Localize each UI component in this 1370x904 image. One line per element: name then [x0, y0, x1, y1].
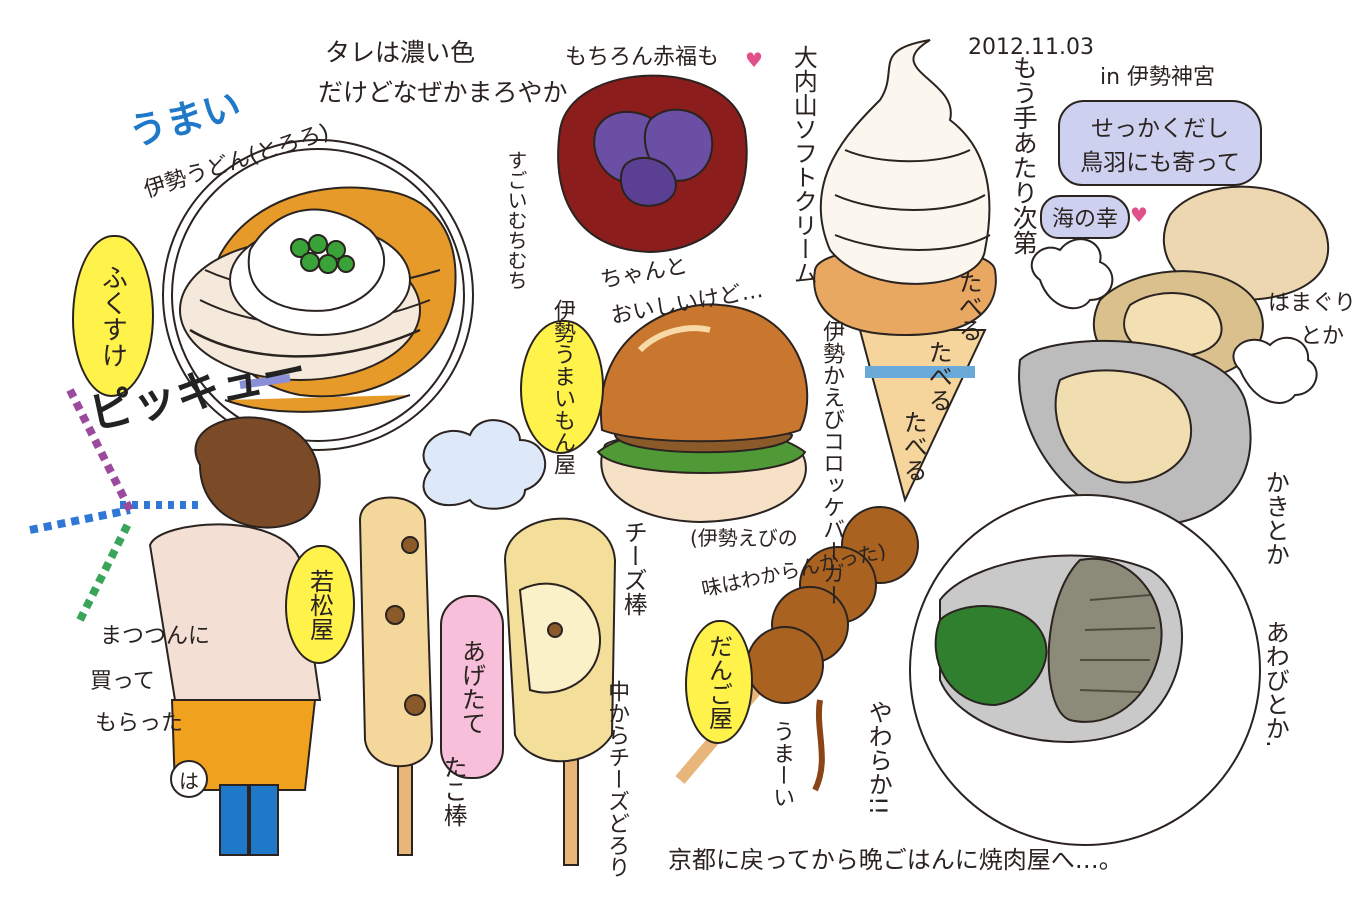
- agetate-badge: あげたて: [440, 595, 504, 779]
- dango-skewer: [675, 506, 919, 792]
- toba-line-2: 鳥羽にも寄って: [1080, 150, 1240, 176]
- dango-badge: だんご屋: [685, 620, 753, 744]
- cheese-text: チーズ棒: [619, 520, 648, 616]
- tare-text: タレは濃い色: [325, 38, 476, 67]
- matsufun-line-1: まつつんに: [100, 624, 211, 649]
- korokke-note-1: (伊勢えびの: [690, 526, 798, 550]
- monya-badge: 伊勢うまいもん屋: [520, 299, 604, 475]
- awabi-text: あわびとか.: [1261, 620, 1290, 748]
- heart-icon: ♥: [745, 48, 763, 72]
- ha-label: は: [179, 768, 199, 793]
- location-text: in 伊勢神宮: [1100, 65, 1216, 90]
- korokke-text: 伊勢かえびコロッケバーガー: [819, 320, 845, 606]
- hamaguri-toka: とか: [1300, 324, 1345, 349]
- croquette-burger: [596, 303, 809, 524]
- uminosachi-label: 海の幸: [1051, 207, 1118, 232]
- monya-label: 伊勢うまいもん屋: [550, 299, 575, 475]
- softcream-text: 大内山ソフトクリーム: [789, 45, 818, 285]
- toba-line-1: せっかくだし: [1091, 116, 1229, 142]
- takobou-stick: [358, 496, 434, 856]
- fukusuke-badge: ふくすけ: [72, 235, 154, 397]
- puff-clouds: [422, 419, 547, 510]
- matsufun-line-3: もらった: [95, 711, 184, 736]
- umaa-text: うまーい: [769, 720, 795, 808]
- mou-text: もう手あたり次第: [1009, 55, 1039, 255]
- soft-cream: [813, 39, 997, 503]
- date-text: 2012.11.03: [968, 35, 1094, 60]
- wakamatsu-label: 若松屋: [305, 568, 334, 641]
- girl-character: [29, 388, 322, 856]
- uminosachi-badge: 海の幸: [1040, 195, 1130, 239]
- hamaguri-text: はまぐり: [1268, 291, 1357, 316]
- bottom-caption: 京都に戻ってから晩ごはんに焼肉屋へ…。: [668, 846, 1123, 874]
- heart-icon: ♥: [1130, 203, 1148, 227]
- yawaraka-text: やわらか!!: [864, 700, 893, 816]
- puff-clouds-right: [1030, 238, 1318, 404]
- akafuku-text: もちろん赤福も: [565, 45, 720, 70]
- akafuku-bowl: [557, 74, 748, 254]
- toba-badge: せっかくだし 鳥羽にも寄って: [1058, 100, 1262, 186]
- taberu-1: たべる: [954, 270, 983, 342]
- ha-badge: は: [170, 760, 208, 798]
- udon-bowl: [162, 139, 474, 451]
- taberu-3: たべる: [899, 410, 928, 482]
- takobou-text: たこ棒: [439, 755, 468, 827]
- cheese-stick: [503, 517, 617, 866]
- kaki-text: かきとか: [1261, 470, 1290, 566]
- seafood-platter: [909, 185, 1330, 846]
- wakamatsu-badge: 若松屋: [285, 545, 355, 664]
- fukusuke-label: ふくすけ: [97, 264, 128, 368]
- taberu-2: たべる: [924, 340, 953, 412]
- matsufun-line-2: 買って: [90, 669, 155, 694]
- udon-side-note: すごいむちむち: [504, 150, 528, 290]
- tare-text-2: だけどなぜかまろやか: [318, 78, 568, 107]
- naka-text: 中からチーズどろり: [604, 680, 630, 878]
- agetate-label: あげたて: [457, 639, 486, 735]
- dango-label: だんご屋: [704, 634, 733, 730]
